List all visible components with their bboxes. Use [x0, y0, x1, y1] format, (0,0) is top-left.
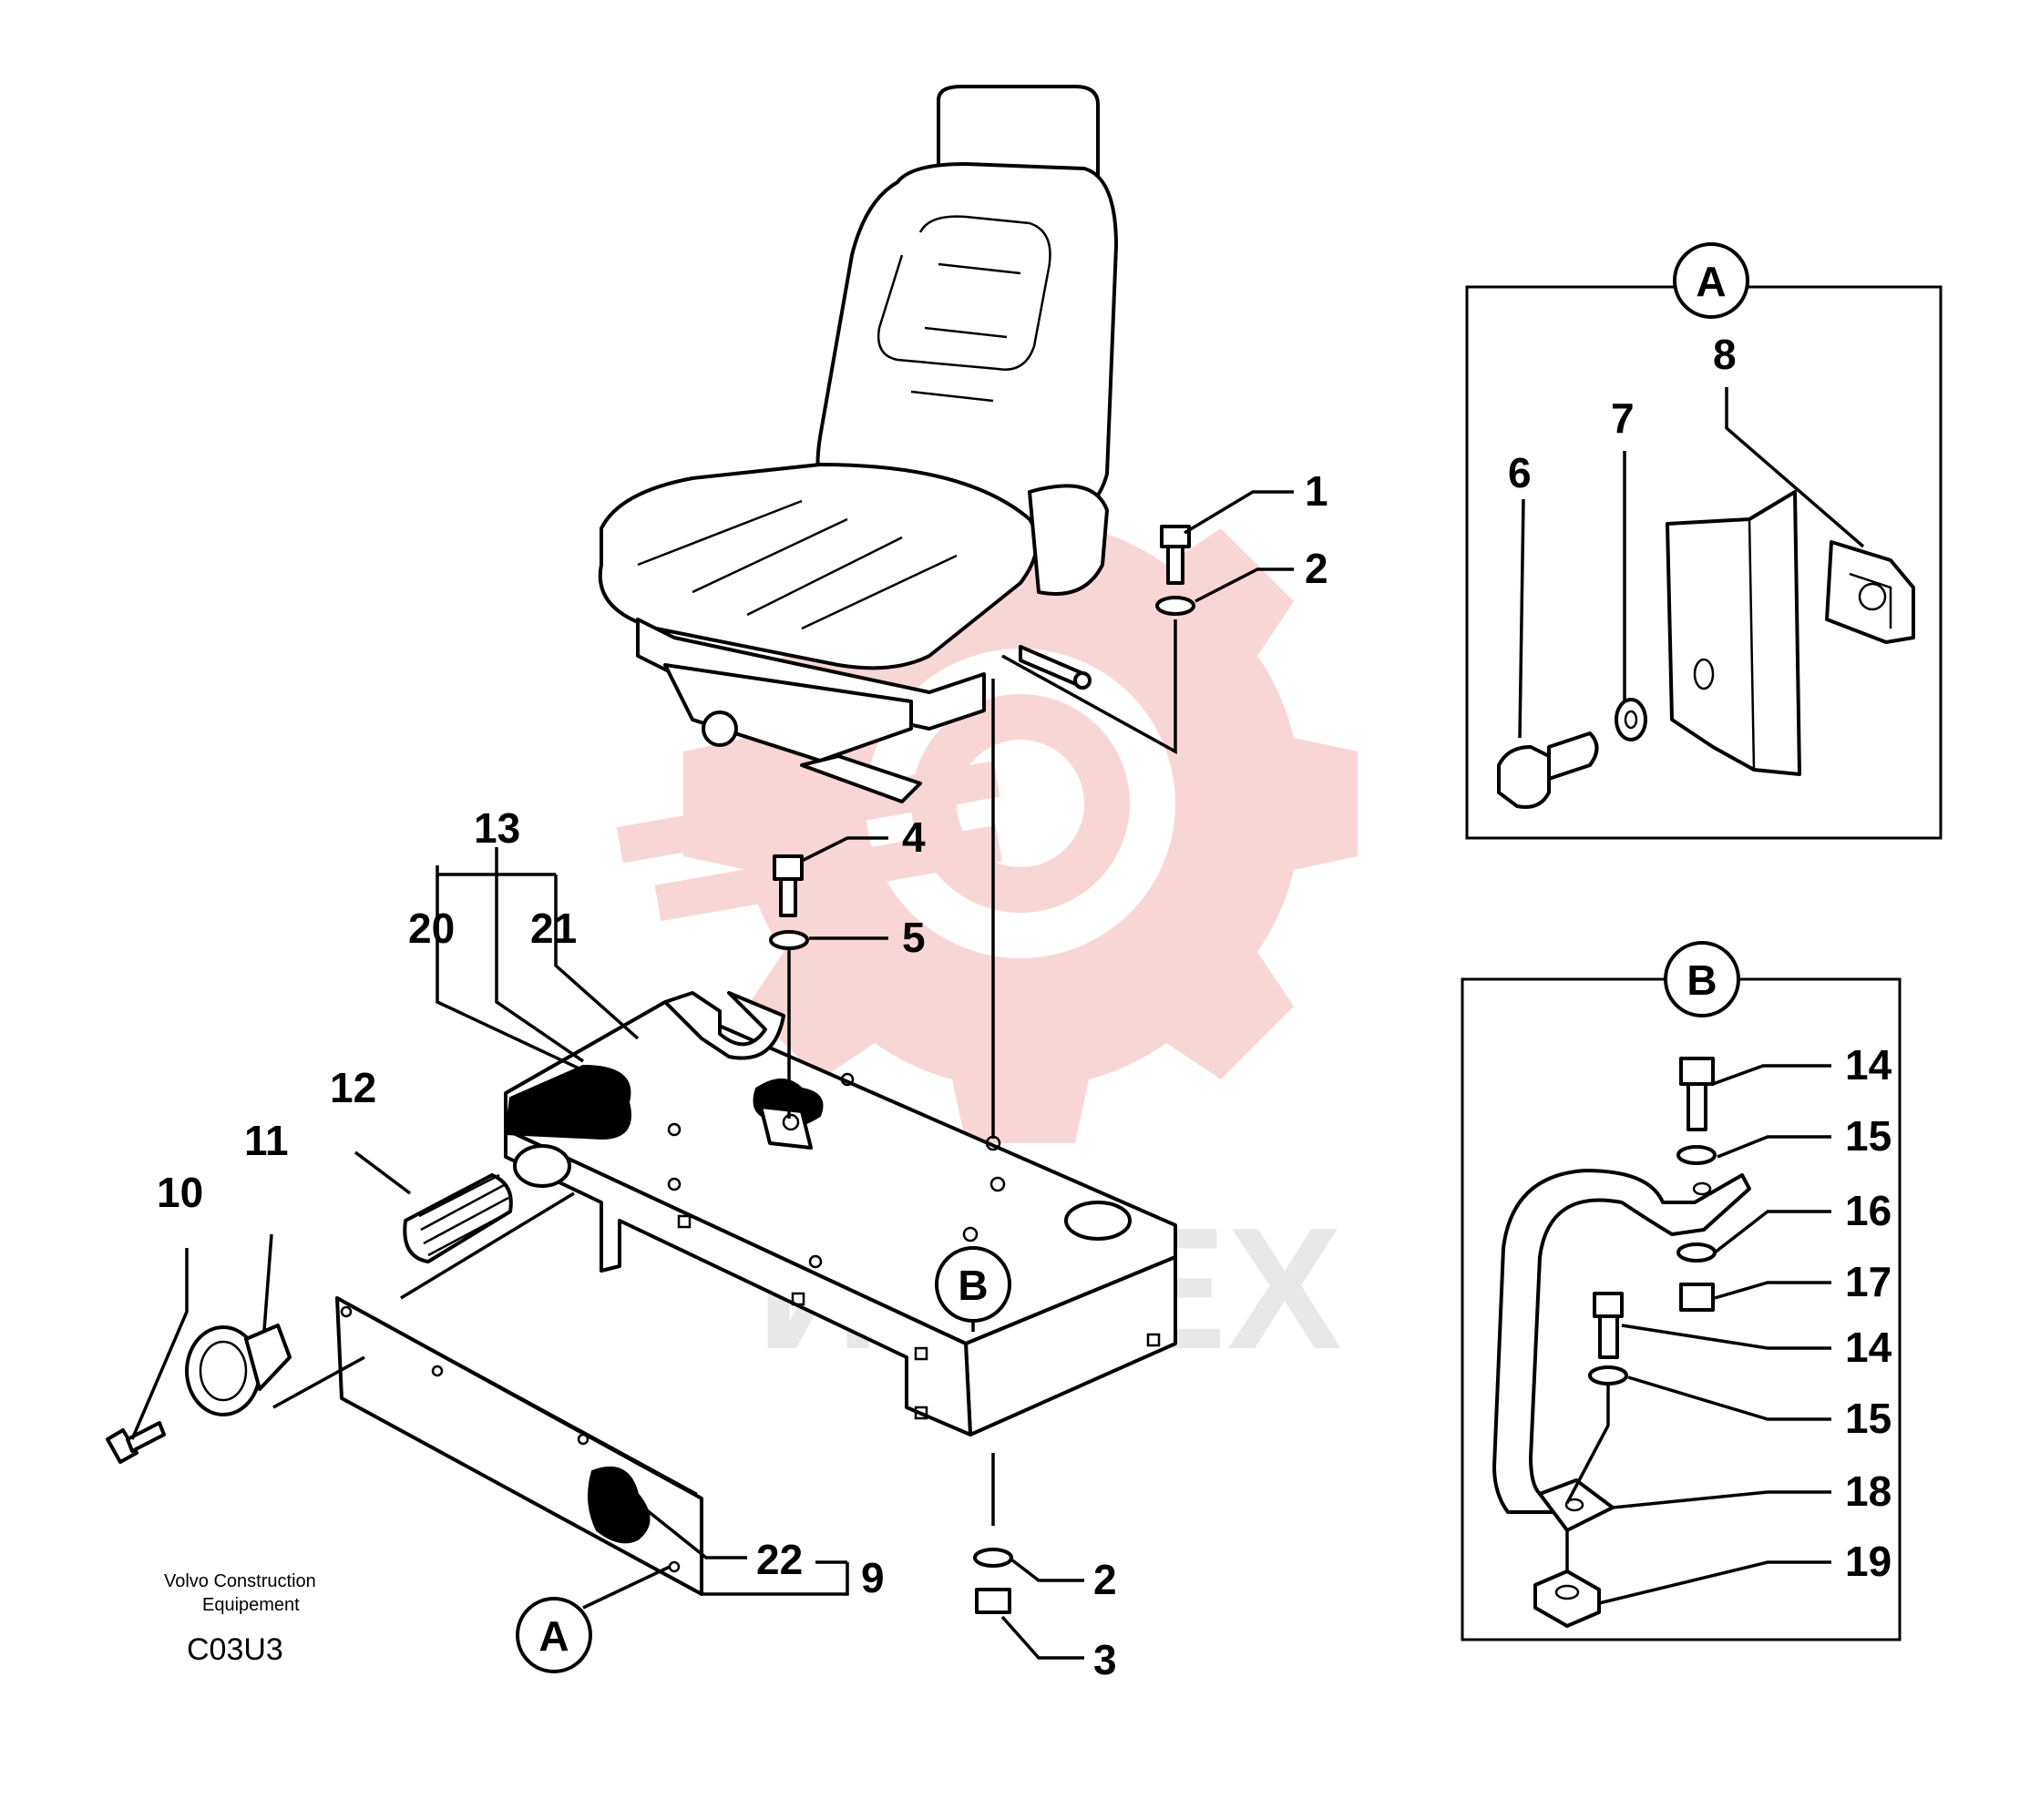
callout-22: 22: [756, 1536, 803, 1583]
detail-b-label: B: [1687, 956, 1717, 1004]
callout-4: 4: [902, 813, 926, 861]
bolt-10: [106, 1421, 166, 1464]
washer-5: [769, 930, 809, 950]
callout-2-bottom: 2: [1093, 1556, 1117, 1603]
brand-line-2: Equipement: [202, 1595, 300, 1615]
bolt-4: [773, 854, 804, 917]
callout-3: 3: [1093, 1636, 1117, 1683]
knob-11: [185, 1324, 292, 1416]
ref-b-main-label: B: [958, 1262, 988, 1309]
detail-b-callout-17: 17: [1845, 1258, 1892, 1305]
detail-a-callout-6: 6: [1508, 449, 1532, 496]
ref-circle-a-main: [516, 1597, 592, 1673]
detail-b-callout-14-bottom: 14: [1845, 1324, 1892, 1371]
washer-2-top: [1155, 596, 1195, 616]
nut-3: [975, 1588, 1011, 1614]
bolt-1: [1160, 525, 1191, 585]
detail-b-callout-18: 18: [1845, 1467, 1892, 1515]
callout-2-top: 2: [1305, 545, 1328, 592]
callout-5: 5: [902, 914, 926, 961]
detail-b-callout-15-top: 15: [1845, 1112, 1892, 1160]
callout-13: 13: [474, 804, 520, 852]
detail-b-panel: B 14 15 16 17 14 15: [1461, 941, 1902, 1641]
side-plate: [335, 1296, 703, 1596]
detail-a-circle: [1673, 242, 1749, 319]
callout-10: 10: [157, 1169, 203, 1216]
detail-a-panel: A 6 7 8: [1465, 242, 1943, 840]
callout-20: 20: [408, 905, 455, 952]
callout-9: 9: [861, 1554, 885, 1601]
brand-line-1: Volvo Construction: [164, 1571, 316, 1591]
detail-b-callout-16: 16: [1845, 1187, 1892, 1234]
spring-12: [403, 1173, 513, 1263]
washer-2-bottom: [973, 1548, 1013, 1568]
callout-11: 11: [244, 1117, 289, 1164]
detail-b-callout-15-bottom: 15: [1845, 1395, 1892, 1442]
seat-base-console: [504, 991, 1177, 1437]
detail-a-callout-7: 7: [1611, 394, 1635, 442]
callout-21: 21: [530, 905, 577, 952]
detail-a-callout-8: 8: [1713, 331, 1737, 378]
detail-b-callout-19: 19: [1845, 1538, 1892, 1585]
detail-b-circle: [1664, 941, 1740, 1017]
drawing-code: C03U3: [187, 1632, 283, 1667]
ref-a-main-label: A: [538, 1612, 569, 1660]
callout-1: 1: [1305, 467, 1328, 515]
callout-12: 12: [330, 1064, 376, 1111]
detail-b-callout-14-top: 14: [1845, 1041, 1892, 1089]
operator-seat: [598, 85, 1118, 803]
detail-a-label: A: [1696, 258, 1726, 305]
